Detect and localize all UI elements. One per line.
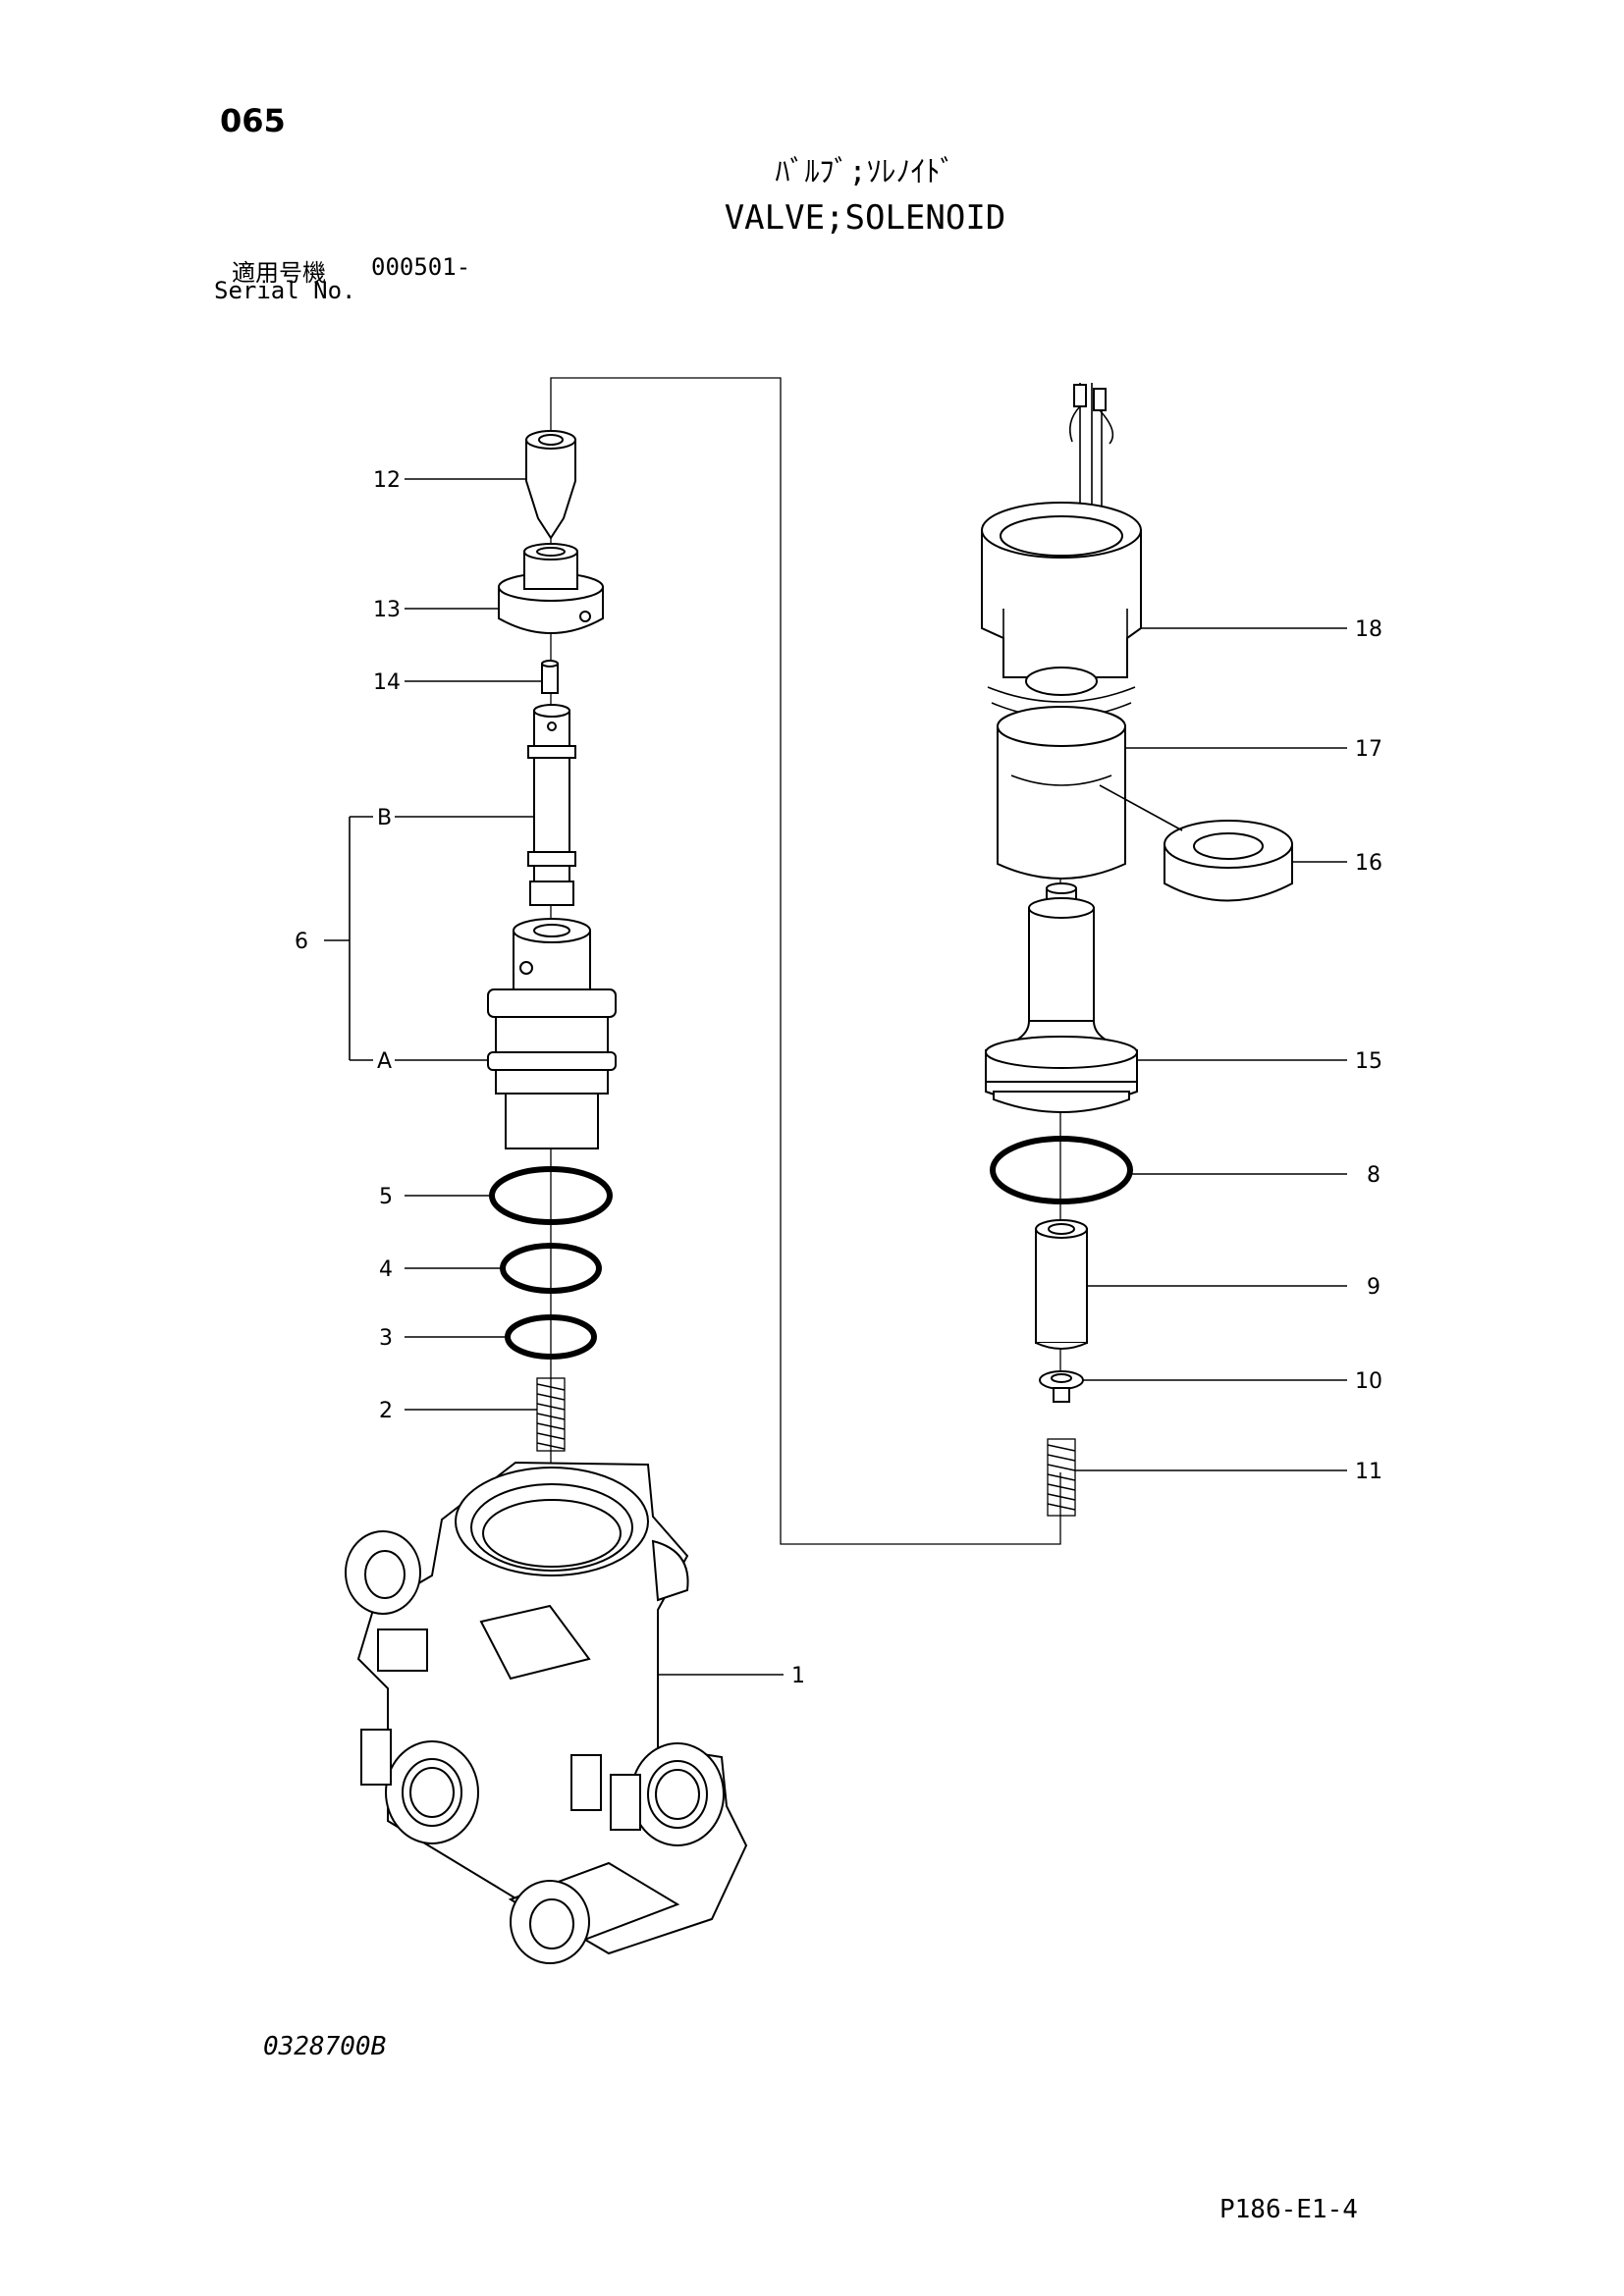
callout-16: 16: [1355, 851, 1382, 876]
part-2-spring: [536, 1377, 566, 1452]
part-9-sleeve: [1035, 1219, 1088, 1350]
leader-lines: [324, 478, 1347, 1676]
part-17-coil-body: [997, 706, 1126, 880]
title-english: VALVE;SOLENOID: [724, 198, 1006, 238]
callout-18: 18: [1355, 617, 1382, 642]
part-14-pin: [541, 660, 559, 694]
part-8-o-ring: [990, 1136, 1133, 1204]
callout-17: 17: [1355, 737, 1382, 762]
callout-15: 15: [1355, 1049, 1382, 1074]
serial-label-english: Serial No.: [214, 277, 356, 304]
part-13-flange: [498, 543, 604, 634]
callout-10: 10: [1355, 1369, 1382, 1394]
callout-3: 3: [379, 1326, 393, 1351]
callout-4: 4: [379, 1257, 393, 1282]
page-number: 065: [220, 102, 286, 139]
part-6b-spool: [527, 704, 576, 906]
callout-9: 9: [1367, 1275, 1380, 1300]
drawing-code: 0328700B: [263, 2032, 387, 2061]
title-japanese: ﾊﾞﾙﾌﾞ;ｿﾚﾉｲﾄﾞ: [775, 155, 955, 189]
part-15-plunger: [985, 882, 1138, 1113]
callout-2: 2: [379, 1399, 393, 1423]
callout-5: 5: [379, 1185, 393, 1209]
part-1-valve-body: [345, 1461, 748, 1964]
callout-12: 12: [373, 468, 401, 493]
callout-13: 13: [373, 598, 401, 622]
serial-label-japanese: 適用号機: [232, 259, 326, 287]
callout-a: A: [377, 1049, 392, 1074]
callout-6: 6: [295, 930, 308, 954]
callout-b: B: [377, 806, 392, 830]
callout-8: 8: [1367, 1163, 1380, 1188]
serial-number-value: 000501-: [371, 253, 471, 281]
part-6a-sleeve: [487, 918, 617, 1149]
callout-1: 1: [791, 1664, 805, 1688]
part-10-poppet: [1039, 1370, 1084, 1403]
part-11-spring: [1047, 1438, 1076, 1517]
part-18-coil-housing: [981, 383, 1142, 719]
callout-14: 14: [373, 670, 401, 695]
part-12-cone: [525, 430, 576, 540]
sheet-code: P186-E1-4: [1219, 2195, 1358, 2224]
part-16-nut: [1164, 820, 1293, 902]
callout-11: 11: [1355, 1460, 1382, 1484]
